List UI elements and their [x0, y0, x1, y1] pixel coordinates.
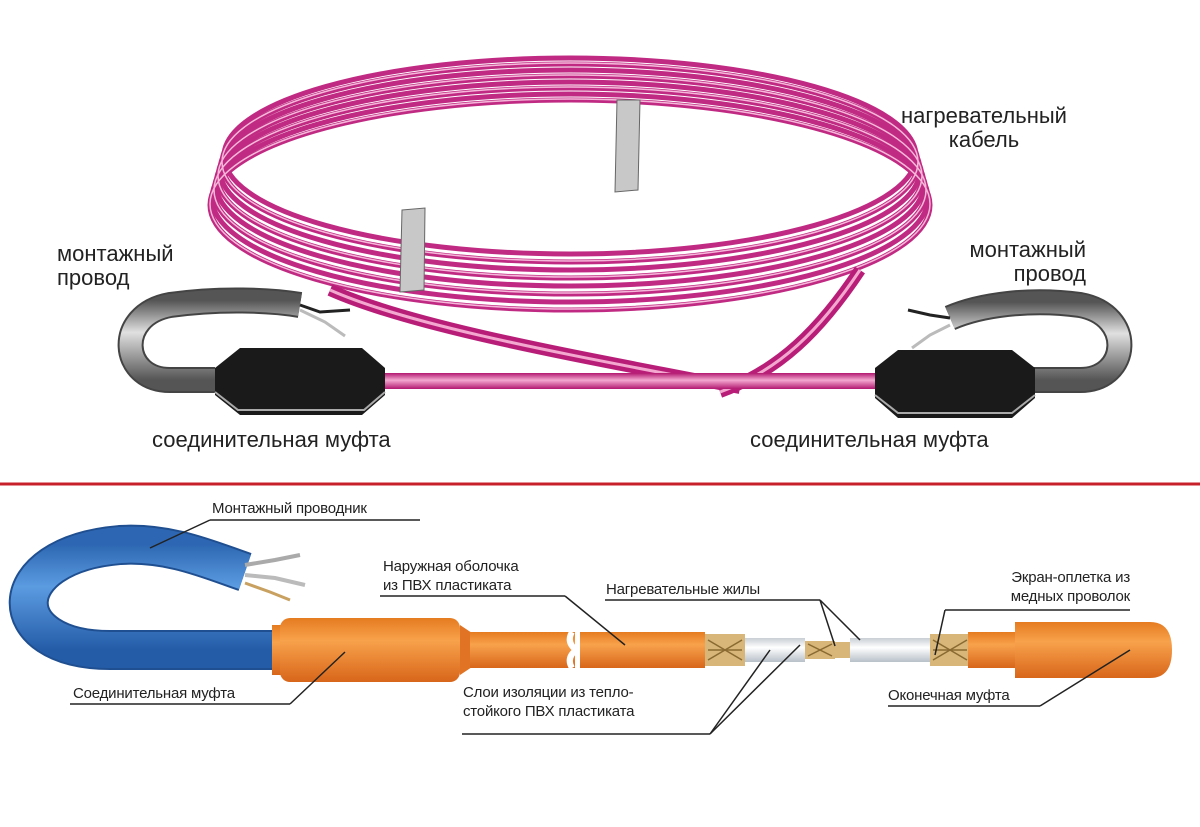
label-outer-sheath-line2: из ПВХ пластиката: [383, 577, 512, 594]
label-end-coupling: Оконечная муфта: [888, 687, 1010, 704]
leader-lines: [70, 519, 1131, 735]
label-shield-braid: Экран-оплетка из медных проволок: [960, 568, 1130, 606]
mounting-wire-right: [907, 289, 1133, 393]
label-heating-cable-line2: кабель: [948, 127, 1020, 152]
label-mounting-wire-left: монтажный провод: [57, 242, 174, 290]
cable-tie-band: [614, 99, 641, 193]
coupling-right: [874, 350, 1036, 418]
label-mounting-wire-left-line1: монтажный: [57, 241, 174, 266]
end-coupling: [968, 622, 1172, 678]
label-shield-braid-line1: Экран-оплетка из: [1011, 569, 1130, 586]
label-shield-braid-line2: медных проволок: [1010, 588, 1130, 605]
label-insulation-layers-line1: Слои изоляции из тепло-: [463, 684, 634, 701]
mounting-conductor: [8, 524, 306, 670]
label-mounting-wire-right: монтажный провод: [938, 238, 1086, 286]
label-insulation-layers: Слои изоляции из тепло- стойкого ПВХ пла…: [463, 683, 634, 721]
label-connecting-coupling: Соединительная муфта: [73, 685, 235, 702]
label-heating-cores: Нагревательные жилы: [606, 581, 760, 598]
copper-braid-left: [705, 634, 745, 666]
label-heating-cable-line1: нагревательный: [901, 103, 1067, 128]
label-mounting-conductor: Монтажный проводник: [212, 500, 367, 517]
label-coupling-right: соединительная муфта: [750, 427, 989, 452]
label-heating-cable: нагревательный кабель: [877, 104, 1091, 152]
mounting-wire-left: [117, 287, 351, 393]
cable-tie-band: [399, 207, 426, 293]
heating-cable-coil: [207, 55, 933, 398]
insulation-layers: [745, 638, 930, 662]
coupling-left: [214, 348, 386, 415]
label-outer-sheath: Наружная оболочка из ПВХ пластиката: [383, 557, 519, 595]
label-mounting-wire-left-line2: провод: [57, 265, 130, 290]
label-mounting-wire-right-line2: провод: [1013, 261, 1086, 286]
connecting-coupling: [272, 618, 475, 682]
label-insulation-layers-line2: стойкого ПВХ пластиката: [463, 703, 635, 720]
label-coupling-left: соединительная муфта: [152, 427, 391, 452]
label-mounting-wire-right-line1: монтажный: [969, 237, 1086, 262]
outer-sheath: [470, 630, 705, 670]
label-outer-sheath-line1: Наружная оболочка: [383, 558, 519, 575]
